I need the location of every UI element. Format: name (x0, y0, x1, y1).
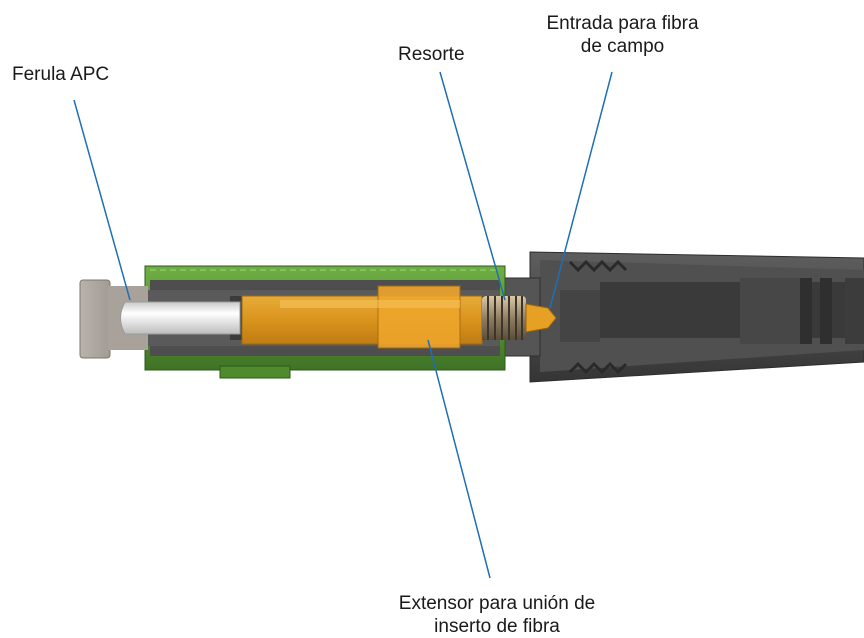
connector-boot (529, 251, 864, 383)
leader-line-extensor (427, 339, 491, 579)
label-extensor: Extensor para unión de inserto de fibra (372, 592, 622, 638)
leader-lines (73, 71, 613, 579)
fiber-entry-nozzle (525, 303, 557, 333)
label-ferula-text: Ferula APC (12, 64, 110, 85)
label-resorte-text: Resorte (398, 44, 465, 65)
leader-line-resorte (439, 71, 506, 301)
label-extensor-line2: inserto de fibra (434, 616, 560, 637)
label-entrada-line2: de campo (580, 36, 665, 57)
ferrule-cap (79, 279, 111, 359)
apc-ferrule (120, 301, 241, 335)
spring (482, 296, 526, 340)
leader-line-ferula (73, 99, 131, 301)
label-ferula-apc: Ferula APC (12, 63, 109, 86)
orange-extensor (241, 285, 483, 349)
label-entrada-line1: Entrada para fibra (546, 13, 699, 34)
label-extensor-line1: Extensor para unión de (398, 593, 596, 614)
label-entrada-fibra: Entrada para fibra de campo (520, 12, 725, 58)
label-resorte: Resorte (398, 43, 465, 66)
leader-line-entrada (549, 71, 613, 309)
